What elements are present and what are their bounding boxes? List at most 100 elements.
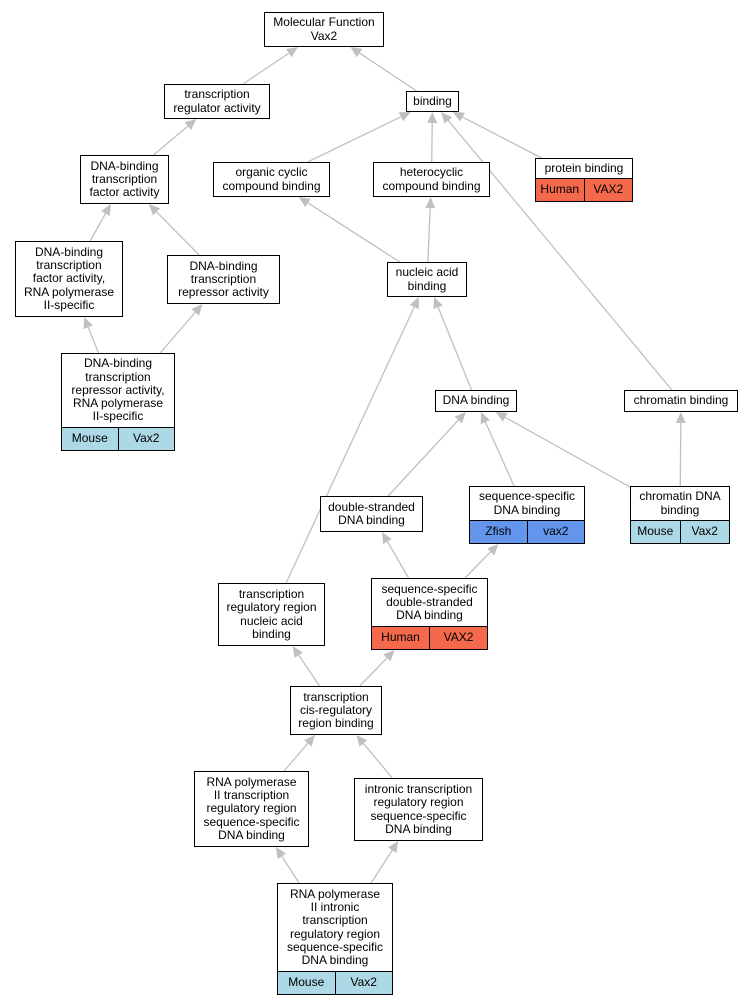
- arrowhead-chrb-to-binding: [441, 112, 453, 124]
- gene-cell: Vax2: [679, 521, 729, 543]
- arrowhead-tra-to-mf: [286, 47, 298, 58]
- node-label: organic cyclic compound binding: [222, 165, 321, 193]
- node-label: DNA-binding transcription factor activit…: [23, 244, 115, 312]
- arrowhead-nab-to-ocb: [298, 197, 311, 208]
- edge-dbtra-to-dbtfa: [156, 211, 200, 256]
- annotation-row: Human VAX2: [372, 626, 487, 649]
- arrowhead-dbtfa_pol2-to-dbtfa: [101, 204, 111, 217]
- node-label: RNA polymerase II transcription regulato…: [203, 774, 300, 842]
- arrowhead-ssdb-to-dnab: [480, 412, 490, 425]
- edge-tcrrb-to-trrnab: [298, 654, 321, 687]
- node-chromatin-binding[interactable]: chromatin binding: [624, 390, 738, 412]
- node-label: nucleic acid binding: [395, 265, 459, 293]
- arrowhead-dbtra-to-dbtfa: [148, 204, 161, 216]
- node-dna-binding[interactable]: DNA binding: [435, 390, 517, 412]
- edge-dbtra_pol2-to-dbtra: [159, 311, 196, 354]
- node-dna-binding-transcription-repressor-activity[interactable]: DNA-binding transcription repressor acti…: [167, 255, 280, 304]
- species-cell: Mouse: [631, 521, 680, 543]
- edge-chrdnab-to-dnab: [504, 416, 631, 488]
- arrowhead-ocb-to-binding: [398, 112, 411, 122]
- node-label: RNA polymerase II intronic transcription…: [286, 886, 384, 968]
- node-label: transcription regulator activity: [173, 87, 261, 115]
- arrowhead-chrdnab-to-dnab: [495, 412, 508, 422]
- edge-rp2itrr-to-itrr: [370, 849, 393, 884]
- node-rna-polymerase-ii-intronic-transcription-regulatory-region-sequence-specific-dna-binding[interactable]: RNA polymerase II intronic transcription…: [277, 883, 393, 995]
- edge-pb-to-binding: [462, 116, 542, 159]
- arrowhead-dbtra_pol2-to-dbtra: [191, 304, 203, 316]
- arrowhead-dnab-to-nab: [433, 297, 443, 310]
- node-label: sequence-specific DNA binding: [478, 489, 576, 517]
- node-label: DNA-binding transcription repressor acti…: [178, 258, 269, 300]
- node-protein-binding[interactable]: protein binding Human VAX2: [535, 158, 633, 202]
- edge-dbtfa_pol2-to-dbtfa: [89, 213, 107, 242]
- edge-dsdb-to-dnab: [387, 419, 459, 497]
- edge-hcb-to-binding: [431, 122, 433, 163]
- node-heterocyclic-compound-binding[interactable]: heterocyclic compound binding: [373, 162, 490, 197]
- node-label: transcription cis-regulatory region bind…: [298, 689, 374, 731]
- edge-ssdsdb-to-ssdb: [464, 551, 492, 579]
- node-transcription-regulatory-region-nucleic-acid-binding[interactable]: transcription regulatory region nucleic …: [218, 583, 325, 646]
- species-cell: Mouse: [278, 972, 335, 994]
- edge-dbtfa-to-tra: [153, 125, 189, 156]
- node-rna-polymerase-ii-transcription-regulatory-region-sequence-specific-dna-binding[interactable]: RNA polymerase II transcription regulato…: [194, 771, 309, 847]
- node-binding[interactable]: binding: [406, 91, 459, 112]
- arrowhead-nab-to-hcb: [425, 197, 436, 209]
- edge-binding-to-mf: [359, 52, 418, 92]
- gene-cell: vax2: [526, 521, 584, 543]
- gene-cell: VAX2: [429, 627, 487, 649]
- arrowhead-tcrrb-to-ssdsdb: [383, 650, 395, 662]
- node-organic-cyclic-compound-binding[interactable]: organic cyclic compound binding: [213, 162, 330, 197]
- gene-cell: VAX2: [583, 179, 632, 201]
- node-label: intronic transcription regulatory region…: [364, 781, 473, 836]
- edge-itrr-to-tcrrb: [362, 743, 393, 779]
- edge-ssdsdb-to-dsdb: [386, 541, 410, 579]
- node-nucleic-acid-binding[interactable]: nucleic acid binding: [387, 262, 467, 297]
- node-label: DNA-binding transcription factor activit…: [89, 158, 160, 200]
- node-label: sequence-specific double-stranded DNA bi…: [381, 581, 478, 623]
- arrowhead-dsdb-to-dnab: [454, 412, 466, 424]
- annotation-row: Zfish vax2: [470, 520, 584, 543]
- arrowhead-chrdnab-to-chrb: [675, 412, 686, 424]
- species-cell: Mouse: [62, 428, 118, 450]
- edge-tra-to-mf: [242, 52, 290, 85]
- annotation-row: Mouse Vax2: [631, 520, 729, 543]
- node-dna-binding-transcription-factor-activity-pol2[interactable]: DNA-binding transcription factor activit…: [15, 241, 123, 317]
- node-label: protein binding: [544, 160, 624, 175]
- edge-tcrrb-to-ssdsdb: [359, 657, 388, 687]
- annotation-row: Human VAX2: [536, 178, 632, 201]
- arrowhead-itrr-to-tcrrb: [356, 735, 368, 747]
- edge-rp2trr-to-tcrrb: [283, 742, 309, 772]
- node-double-stranded-dna-binding[interactable]: double-stranded DNA binding: [320, 496, 423, 532]
- edge-nab-to-ocb: [307, 202, 401, 263]
- node-transcription-cis-regulatory-region-binding[interactable]: transcription cis-regulatory region bind…: [290, 686, 382, 735]
- node-label: DNA binding: [442, 393, 510, 408]
- node-dna-binding-transcription-factor-activity[interactable]: DNA-binding transcription factor activit…: [80, 155, 169, 204]
- gene-cell: Vax2: [334, 972, 392, 994]
- node-label: transcription regulatory region nucleic …: [226, 586, 317, 641]
- node-sequence-specific-dna-binding[interactable]: sequence-specific DNA binding Zfish vax2: [469, 486, 585, 544]
- node-label: binding: [413, 93, 452, 108]
- node-dna-binding-transcription-repressor-activity-pol2[interactable]: DNA-binding transcription repressor acti…: [61, 353, 175, 451]
- node-label: Molecular Function Vax2: [273, 15, 375, 43]
- node-label: double-stranded DNA binding: [328, 499, 415, 527]
- node-sequence-specific-double-stranded-dna-binding[interactable]: sequence-specific double-stranded DNA bi…: [371, 578, 488, 650]
- arrowhead-trrnab-to-nab: [409, 297, 419, 310]
- node-chromatin-dna-binding[interactable]: chromatin DNA binding Mouse Vax2: [630, 486, 730, 544]
- node-molecular-function[interactable]: Molecular Function Vax2: [264, 12, 384, 47]
- arrowhead-hcb-to-binding: [427, 112, 438, 124]
- node-intronic-transcription-regulatory-region-sequence-specific-dna-binding[interactable]: intronic transcription regulatory region…: [354, 778, 483, 841]
- arrowhead-pb-to-binding: [452, 112, 465, 122]
- node-transcription-regulator-activity[interactable]: transcription regulator activity: [164, 84, 270, 119]
- arrowhead-ssdsdb-to-dsdb: [381, 532, 392, 545]
- edge-chrdnab-to-chrb: [679, 422, 682, 487]
- edge-trrnab-to-nab: [285, 306, 415, 584]
- arrowhead-rp2itrr-to-rp2trr: [275, 847, 287, 859]
- species-cell: Human: [372, 627, 429, 649]
- arrowhead-dbtra_pol2-to-dbtfa_pol2: [83, 317, 93, 330]
- node-label: chromatin binding: [633, 393, 729, 408]
- annotation-row: Mouse Vax2: [62, 427, 174, 450]
- arrowhead-binding-to-mf: [350, 47, 363, 58]
- species-cell: Human: [536, 179, 584, 201]
- edge-dnab-to-nab: [437, 306, 473, 391]
